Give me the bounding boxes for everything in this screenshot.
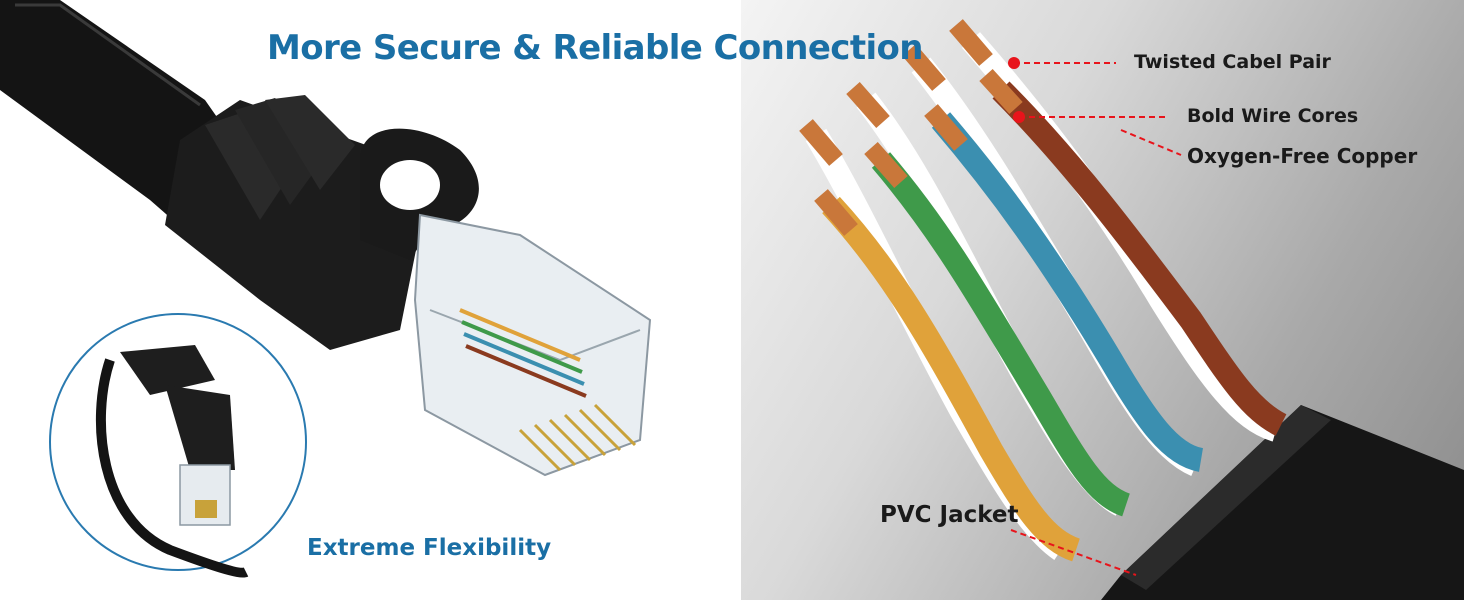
pvc-jacket	[1101, 405, 1464, 600]
callout-bold-cores: Bold Wire Cores	[1187, 105, 1359, 127]
flexible-cable-loop	[95, 345, 249, 578]
callout-leader-lines	[1010, 62, 1182, 576]
twisted-pairs-illustration	[799, 19, 1464, 600]
inset-caption: Extreme Flexibility	[307, 535, 552, 561]
plug-body	[413, 213, 652, 477]
brown-pair	[949, 19, 1287, 442]
callout-twisted-pair: Twisted Cabel Pair	[1134, 51, 1331, 73]
callout-dot-bold-cores	[1013, 111, 1025, 123]
green-pair	[846, 82, 1131, 517]
blue-pair	[902, 44, 1204, 477]
gold-contacts	[518, 403, 637, 472]
orange-pair	[799, 119, 1081, 562]
callout-pvc-jacket: PVC Jacket	[880, 502, 1019, 528]
wire-detail-panel	[741, 0, 1464, 600]
connector-photo-panel	[0, 0, 652, 578]
flexibility-inset-circle	[49, 313, 307, 571]
headline: More Secure & Reliable Connection	[267, 28, 924, 68]
callout-dot-twisted-pair	[1008, 57, 1020, 69]
rj45-connector-illustration	[0, 0, 652, 578]
callout-oxygen-free: Oxygen-Free Copper	[1187, 144, 1418, 168]
plug-internal-wires	[459, 308, 587, 398]
